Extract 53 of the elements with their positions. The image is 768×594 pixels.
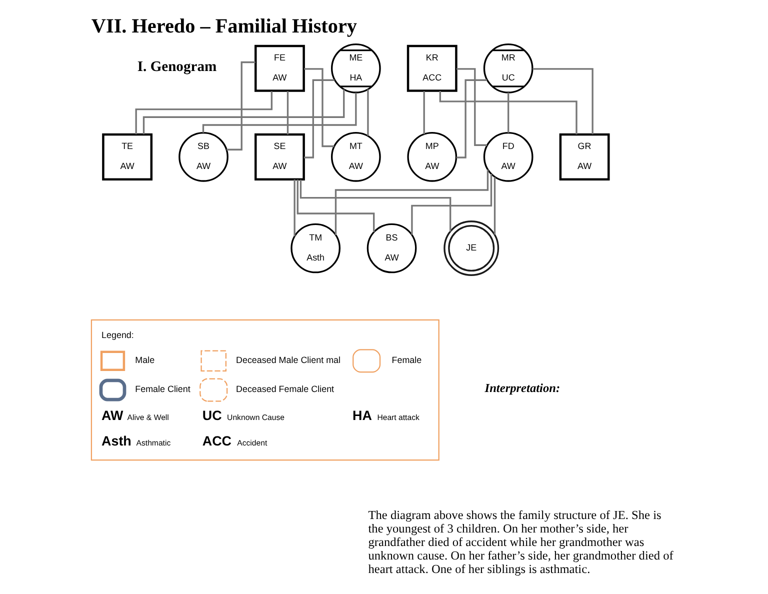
node-circle: MT AW bbox=[330, 132, 380, 182]
node-circle: TM Asth bbox=[290, 223, 340, 274]
connector bbox=[202, 92, 356, 133]
legend-label: Female Client bbox=[134, 384, 190, 394]
connector bbox=[456, 79, 486, 158]
connector bbox=[296, 180, 374, 232]
connector bbox=[304, 68, 334, 148]
node-circle: ME HA bbox=[330, 43, 380, 94]
connector bbox=[134, 91, 272, 134]
label: Legend: bbox=[101, 330, 134, 340]
connector bbox=[532, 68, 593, 134]
label: UC bbox=[202, 408, 222, 423]
diagram-title: VII. Heredo – Familial History bbox=[90, 15, 357, 38]
connector bbox=[286, 91, 288, 134]
label: ACC bbox=[202, 434, 232, 449]
label: Interpretation: bbox=[484, 381, 560, 396]
connector bbox=[304, 79, 334, 158]
label: Unknown Cause bbox=[226, 412, 284, 422]
node-box: SE AW bbox=[254, 133, 304, 180]
legend-label: Male bbox=[134, 355, 154, 366]
connector bbox=[438, 91, 577, 134]
node-circle: SB AW bbox=[178, 132, 228, 182]
label: Asth bbox=[101, 434, 131, 449]
node-circle: FD AW bbox=[482, 132, 533, 182]
legend-label: Deceased Male Client mal bbox=[236, 355, 340, 366]
label: I. Genogram bbox=[136, 59, 216, 76]
label: HA bbox=[352, 408, 372, 423]
connector bbox=[293, 180, 295, 236]
label: Asthmatic bbox=[136, 438, 170, 448]
connector bbox=[366, 89, 368, 136]
connector bbox=[299, 180, 451, 232]
node-circle: MR UC bbox=[482, 43, 533, 94]
node-circle: JE bbox=[443, 220, 499, 276]
label: Alive & Well bbox=[126, 412, 168, 422]
connector bbox=[456, 68, 486, 146]
legend-label: Deceased Female Client bbox=[236, 384, 334, 394]
node-circle: BS AW bbox=[366, 223, 416, 274]
node-circle: MP AW bbox=[406, 132, 457, 182]
label: Accident bbox=[236, 438, 267, 448]
node-box: TE AW bbox=[102, 133, 152, 180]
connector bbox=[410, 174, 492, 235]
connector bbox=[422, 91, 424, 134]
legend-label: Female bbox=[391, 355, 422, 366]
label: AW bbox=[101, 408, 123, 423]
connector bbox=[142, 89, 344, 134]
node-box: FE AW bbox=[254, 44, 304, 92]
label: The diagram above shows the family structure of JE. She is the youngest of 3 children. On her mother’s side, her grandfather died of accident while her grandmother was unknown cause. On her father’s side, her grandmother died of heart attack. One of her siblings is asthmatic. bbox=[368, 508, 673, 576]
label: Heart attack bbox=[376, 412, 419, 422]
connector bbox=[334, 170, 488, 236]
node-box: GR AW bbox=[558, 133, 610, 180]
connector bbox=[507, 92, 509, 133]
node-box: KR ACC bbox=[406, 44, 457, 92]
connector bbox=[493, 177, 496, 235]
